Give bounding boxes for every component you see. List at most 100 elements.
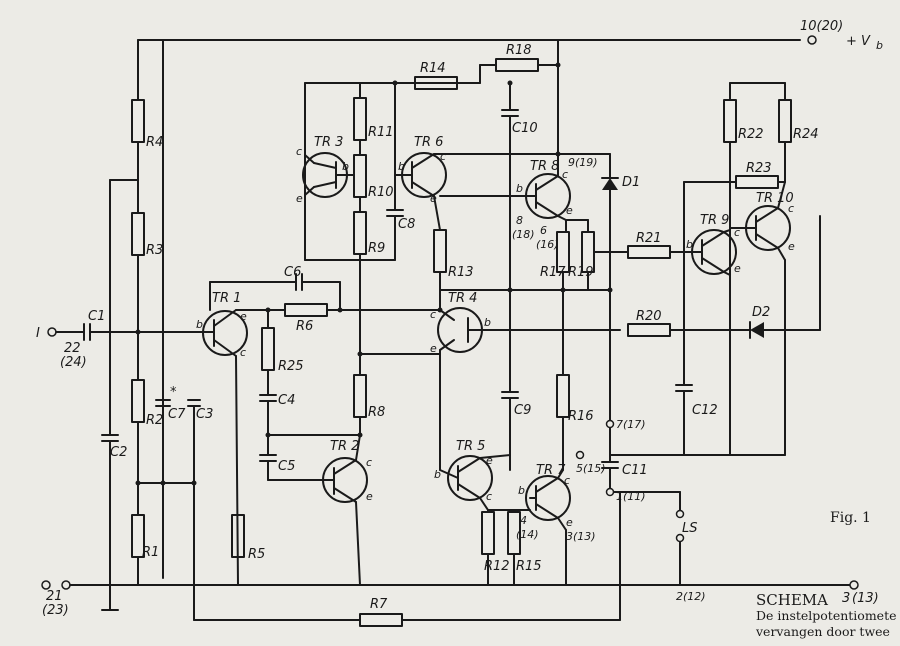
c5-label: C5 — [278, 459, 295, 474]
pin-2-label: 2(12) — [676, 590, 706, 603]
pin-4-alt-label: (14) — [516, 528, 539, 541]
r16-label: R16 — [568, 409, 594, 424]
tr7-base: b — [518, 484, 525, 497]
tr5-base: b — [434, 468, 441, 481]
tr4-base: b — [484, 316, 491, 329]
tr1-collector: c — [240, 346, 246, 359]
input-bias-network — [101, 99, 201, 621]
tr8-emitter: e — [566, 204, 573, 217]
input-i-label: I — [36, 326, 40, 341]
tr9-label: TR 9 — [700, 213, 729, 228]
tr3-base: b — [342, 160, 349, 173]
vb-label: + V — [846, 34, 871, 49]
r7-label: R7 — [370, 597, 388, 612]
r24-label: R24 — [793, 127, 819, 142]
tr4-label: TR 4 — [448, 291, 477, 306]
out-pin-alt-label: (13) — [852, 591, 879, 606]
tr7-transistor — [525, 469, 571, 586]
tr6-emitter: e — [430, 192, 437, 205]
gnd-pin-alt-label: (23) — [42, 603, 69, 618]
c7-star: * — [170, 385, 177, 400]
c11-label: C11 — [622, 463, 648, 478]
supply-pin-label: 10(20) — [800, 19, 843, 34]
tr1-base: b — [196, 318, 203, 331]
c8-label: C8 — [398, 217, 415, 232]
tr2-emitter: e — [366, 490, 373, 503]
tr7-label: TR 7 — [536, 463, 566, 478]
r25-c4-c5-network — [259, 307, 361, 481]
pin-8-alt-label: (18) — [512, 228, 535, 241]
pin-4-label: 4 — [520, 514, 527, 527]
vb-subscript: b — [876, 39, 883, 52]
tr1-label: TR 1 — [212, 291, 241, 306]
tr4-emitter: e — [430, 342, 437, 355]
input-network — [47, 323, 199, 341]
tr5-transistor — [439, 454, 511, 513]
r5-label: R5 — [248, 547, 265, 562]
c2-label: C2 — [110, 445, 127, 460]
r15-label: R15 — [516, 559, 542, 574]
tr4-transistor — [437, 307, 621, 471]
tr5-label: TR 5 — [456, 439, 485, 454]
pin-9-label: 9(19) — [568, 156, 598, 169]
tr10-collector: c — [788, 202, 794, 215]
tr2-collector: c — [366, 456, 372, 469]
tr7-emitter: e — [566, 516, 573, 529]
r17-label: R17 — [540, 265, 566, 280]
supply-rail — [137, 35, 817, 579]
c9-label: C9 — [514, 403, 531, 418]
tr4-collector: c — [430, 308, 436, 321]
input-pin-alt-label: (24) — [60, 355, 87, 370]
r1-label: R1 — [142, 545, 159, 560]
tr5-emitter: e — [486, 454, 493, 467]
r2-label: R2 — [146, 413, 163, 428]
tr3-transistor — [302, 82, 481, 261]
pin-1-label: 1(11) — [616, 490, 646, 503]
r21-label: R21 — [636, 231, 662, 246]
tr3-label: TR 3 — [314, 135, 343, 150]
tr10-emitter: e — [788, 240, 795, 253]
pin-8-label: 8 — [516, 214, 523, 227]
tr6-transistor — [359, 80, 559, 261]
bias-chain — [353, 82, 441, 438]
gnd-pin-label: 21 — [46, 589, 63, 604]
r18-label: R18 — [506, 43, 532, 58]
c1-label: C1 — [88, 309, 105, 324]
c4-label: C4 — [278, 393, 295, 408]
r19-label: R19 — [568, 265, 594, 280]
tr6-collector: c — [440, 150, 446, 163]
r4-label: R4 — [146, 135, 163, 150]
tr1-emitter: e — [240, 310, 247, 323]
input-pin-label: 22 — [64, 341, 81, 356]
r20-label: R20 — [636, 309, 662, 324]
tr10-transistor — [729, 181, 791, 456]
r3-label: R3 — [146, 243, 163, 258]
pin-6-alt-label: (16) — [536, 238, 559, 251]
tr7-collector: c — [564, 474, 570, 487]
caption: SCHEMA De instelpotentiomete vervangen d… — [756, 592, 897, 640]
tr9-transistor — [689, 229, 737, 276]
tr9-collector: c — [734, 226, 740, 239]
tr3-collector: c — [296, 145, 302, 158]
c3-label: C3 — [196, 407, 213, 422]
caption-title: SCHEMA — [756, 591, 828, 609]
tr9-emitter: e — [734, 262, 741, 275]
tr9-base: b — [686, 238, 693, 251]
tr3-emitter: e — [296, 192, 303, 205]
out-pin-label: 3 — [842, 591, 850, 606]
r6-c6-feedback — [209, 273, 441, 317]
c6-label: C6 — [284, 265, 301, 280]
r13-label: R13 — [448, 265, 474, 280]
tr5-collector: c — [486, 490, 492, 503]
caption-line-1: De instelpotentiomete — [756, 608, 897, 623]
tr8-transistor — [519, 151, 611, 233]
c12-label: C12 — [692, 403, 718, 418]
r6-label: R6 — [296, 319, 313, 334]
r12-label: R12 — [484, 559, 510, 574]
c7-label: C7 — [168, 407, 186, 422]
r14-label: R14 — [420, 61, 446, 76]
c10-label: C10 — [512, 121, 538, 136]
d2-label: D2 — [752, 305, 770, 320]
pin-6-label: 6 — [540, 224, 547, 237]
